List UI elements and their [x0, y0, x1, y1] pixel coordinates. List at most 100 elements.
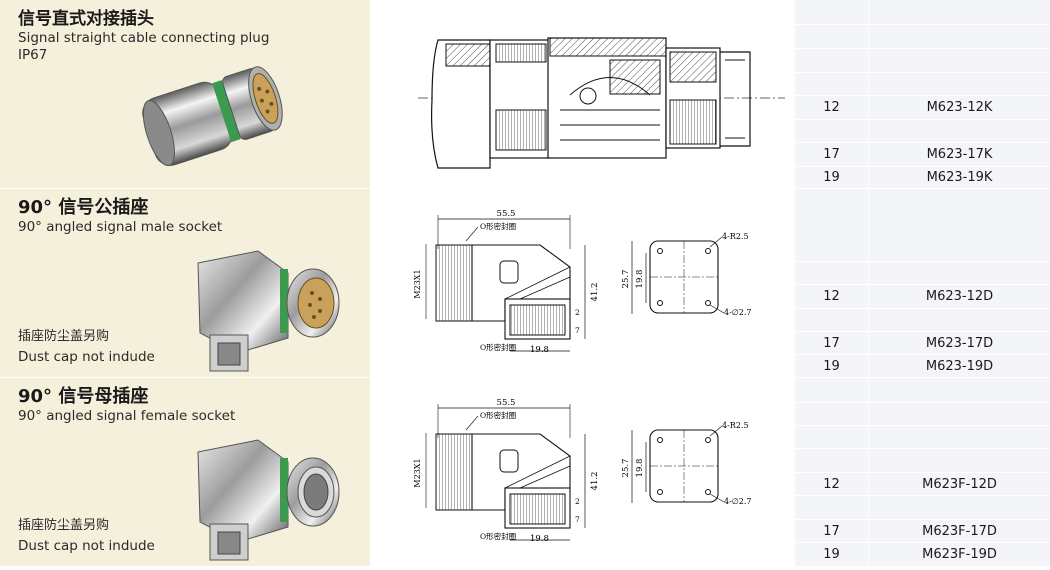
- pin-count: 19: [823, 547, 840, 562]
- table-row: 12 M623-12D: [795, 285, 1050, 308]
- part-table: 12 M623F-12D 17 M623F-17D 19 M623F-19D: [795, 378, 1050, 566]
- corner-radius-label: 4-R2.5: [722, 232, 749, 241]
- dim-width: 55.5: [497, 398, 516, 408]
- product-title-en: Signal straight cable connecting plug: [18, 30, 270, 46]
- seal-label-top: O形密封圈: [480, 221, 516, 231]
- table-line: [795, 331, 1050, 332]
- product-row-straight-plug: 信号直式对接插头 Signal straight cable connectin…: [0, 0, 1050, 188]
- thread-label: M23X1: [413, 269, 422, 298]
- table-row: 19 M623-19K: [795, 166, 1050, 189]
- product-title-cn: 90° 信号母插座: [18, 386, 149, 407]
- pin-count: 17: [823, 336, 840, 351]
- product-info: 90° 信号母插座 90° angled signal female socke…: [0, 378, 370, 566]
- pin-count: 19: [823, 359, 840, 374]
- dim-2: 2: [575, 497, 580, 506]
- product-title-en: 90° angled signal male socket: [18, 219, 223, 235]
- thread-label: M23X1: [413, 458, 422, 487]
- corner-radius-label: 4-R2.5: [722, 421, 749, 430]
- table-row: 17 M623-17D: [795, 332, 1050, 355]
- product-row-male-socket: 90° 信号公插座 90° angled signal male socket …: [0, 189, 1050, 377]
- dim-height: 41.2: [590, 472, 600, 491]
- flange-inner: 19.8: [635, 270, 645, 289]
- product-info: 信号直式对接插头 Signal straight cable connectin…: [0, 0, 370, 188]
- table-line: [795, 495, 1050, 496]
- flange-outer: 25.7: [621, 459, 631, 478]
- table-line: [795, 166, 1050, 167]
- male-socket-photo: [197, 250, 340, 372]
- table-line: [795, 472, 1050, 473]
- dim-bottom: 19.8: [530, 345, 549, 355]
- part-number: M623-17D: [925, 336, 994, 351]
- table-row: 17 M623F-17D: [795, 520, 1050, 543]
- dim-7: 7: [575, 515, 580, 524]
- table-line: [795, 354, 1050, 355]
- male-socket-drawing: 55.5 O形密封圈 M23X1 41.2 2 7: [370, 189, 795, 377]
- part-table: 12 M623-12K 17 M623-17K 19 M623-19K: [795, 0, 1050, 188]
- hole-dia-label: 4-∅2.7: [724, 308, 751, 317]
- table-row: 12 M623-12K: [795, 96, 1050, 119]
- row-separator: [0, 377, 1050, 378]
- part-number: M623F-12D: [922, 477, 997, 492]
- seal-label-bottom: O形密封圈: [480, 531, 516, 541]
- product-rating: IP67: [18, 47, 48, 63]
- table-row: 19 M623-19D: [795, 355, 1050, 378]
- seal-label-top: O形密封圈: [480, 410, 516, 420]
- table-line: [795, 119, 1050, 120]
- row-separator: [0, 188, 1050, 189]
- part-number: M623-19D: [925, 359, 994, 374]
- product-title-en: 90° angled signal female socket: [18, 408, 236, 424]
- straight-plug-photo: [142, 66, 283, 167]
- dim-width: 55.5: [497, 209, 516, 219]
- table-line: [795, 261, 1050, 262]
- dimension-diagram: 55.5 O形密封圈 M23X1 41.2 2 7: [413, 209, 751, 355]
- table-column-divider: [868, 0, 869, 188]
- dust-cap-note-cn: 插座防尘盖另购: [18, 329, 110, 344]
- part-number: M623-12D: [925, 289, 994, 304]
- table-line: [795, 95, 1050, 96]
- product-title-cn: 信号直式对接插头: [18, 9, 154, 29]
- table-line: [795, 402, 1050, 403]
- pin-count: 19: [823, 170, 840, 185]
- table-line: [795, 24, 1050, 25]
- dust-cap-note-cn: 插座防尘盖另购: [18, 518, 110, 533]
- part-number: M623-17K: [926, 147, 993, 162]
- dust-cap-note-en: Dust cap not indude: [18, 538, 155, 554]
- table-row: 12 M623F-12D: [795, 473, 1050, 496]
- female-socket-photo: [197, 439, 340, 561]
- dim-height: 41.2: [590, 283, 600, 302]
- table-line: [795, 542, 1050, 543]
- cross-section-diagram: [418, 37, 785, 169]
- table-row: 19 M623F-19D: [795, 543, 1050, 566]
- table-line: [795, 142, 1050, 143]
- table-line: [795, 284, 1050, 285]
- part-table: 12 M623-12D 17 M623-17D 19 M623-19D: [795, 189, 1050, 377]
- pin-count: 17: [823, 524, 840, 539]
- dim-bottom: 19.8: [530, 534, 549, 544]
- female-socket-drawing: 55.5 O形密封圈 M23X1 41.2 2 7 O形密封圈 19.8: [370, 378, 795, 566]
- pin-count: 17: [823, 147, 840, 162]
- seal-label-bottom: O形密封圈: [480, 342, 516, 352]
- dimension-diagram: 55.5 O形密封圈 M23X1 41.2 2 7 O形密封圈 19.8: [413, 398, 751, 544]
- pin-count: 12: [823, 477, 840, 492]
- part-number: M623F-19D: [922, 547, 997, 562]
- table-column-divider: [868, 189, 869, 377]
- part-number: M623-12K: [926, 100, 993, 115]
- product-info: 90° 信号公插座 90° angled signal male socket …: [0, 189, 370, 377]
- hole-dia-label: 4-∅2.7: [724, 497, 751, 506]
- table-line: [795, 308, 1050, 309]
- pin-count: 12: [823, 100, 840, 115]
- pin-count: 12: [823, 289, 840, 304]
- table-line: [795, 448, 1050, 449]
- part-number: M623F-17D: [922, 524, 997, 539]
- straight-plug-drawing: [370, 0, 795, 188]
- dim-7: 7: [575, 326, 580, 335]
- table-row: 17 M623-17K: [795, 143, 1050, 166]
- table-line: [795, 48, 1050, 49]
- dust-cap-note-en: Dust cap not indude: [18, 349, 155, 365]
- table-line: [795, 425, 1050, 426]
- table-line: [795, 519, 1050, 520]
- part-number: M623-19K: [926, 170, 993, 185]
- product-title-cn: 90° 信号公插座: [18, 197, 149, 218]
- product-row-female-socket: 90° 信号母插座 90° angled signal female socke…: [0, 378, 1050, 566]
